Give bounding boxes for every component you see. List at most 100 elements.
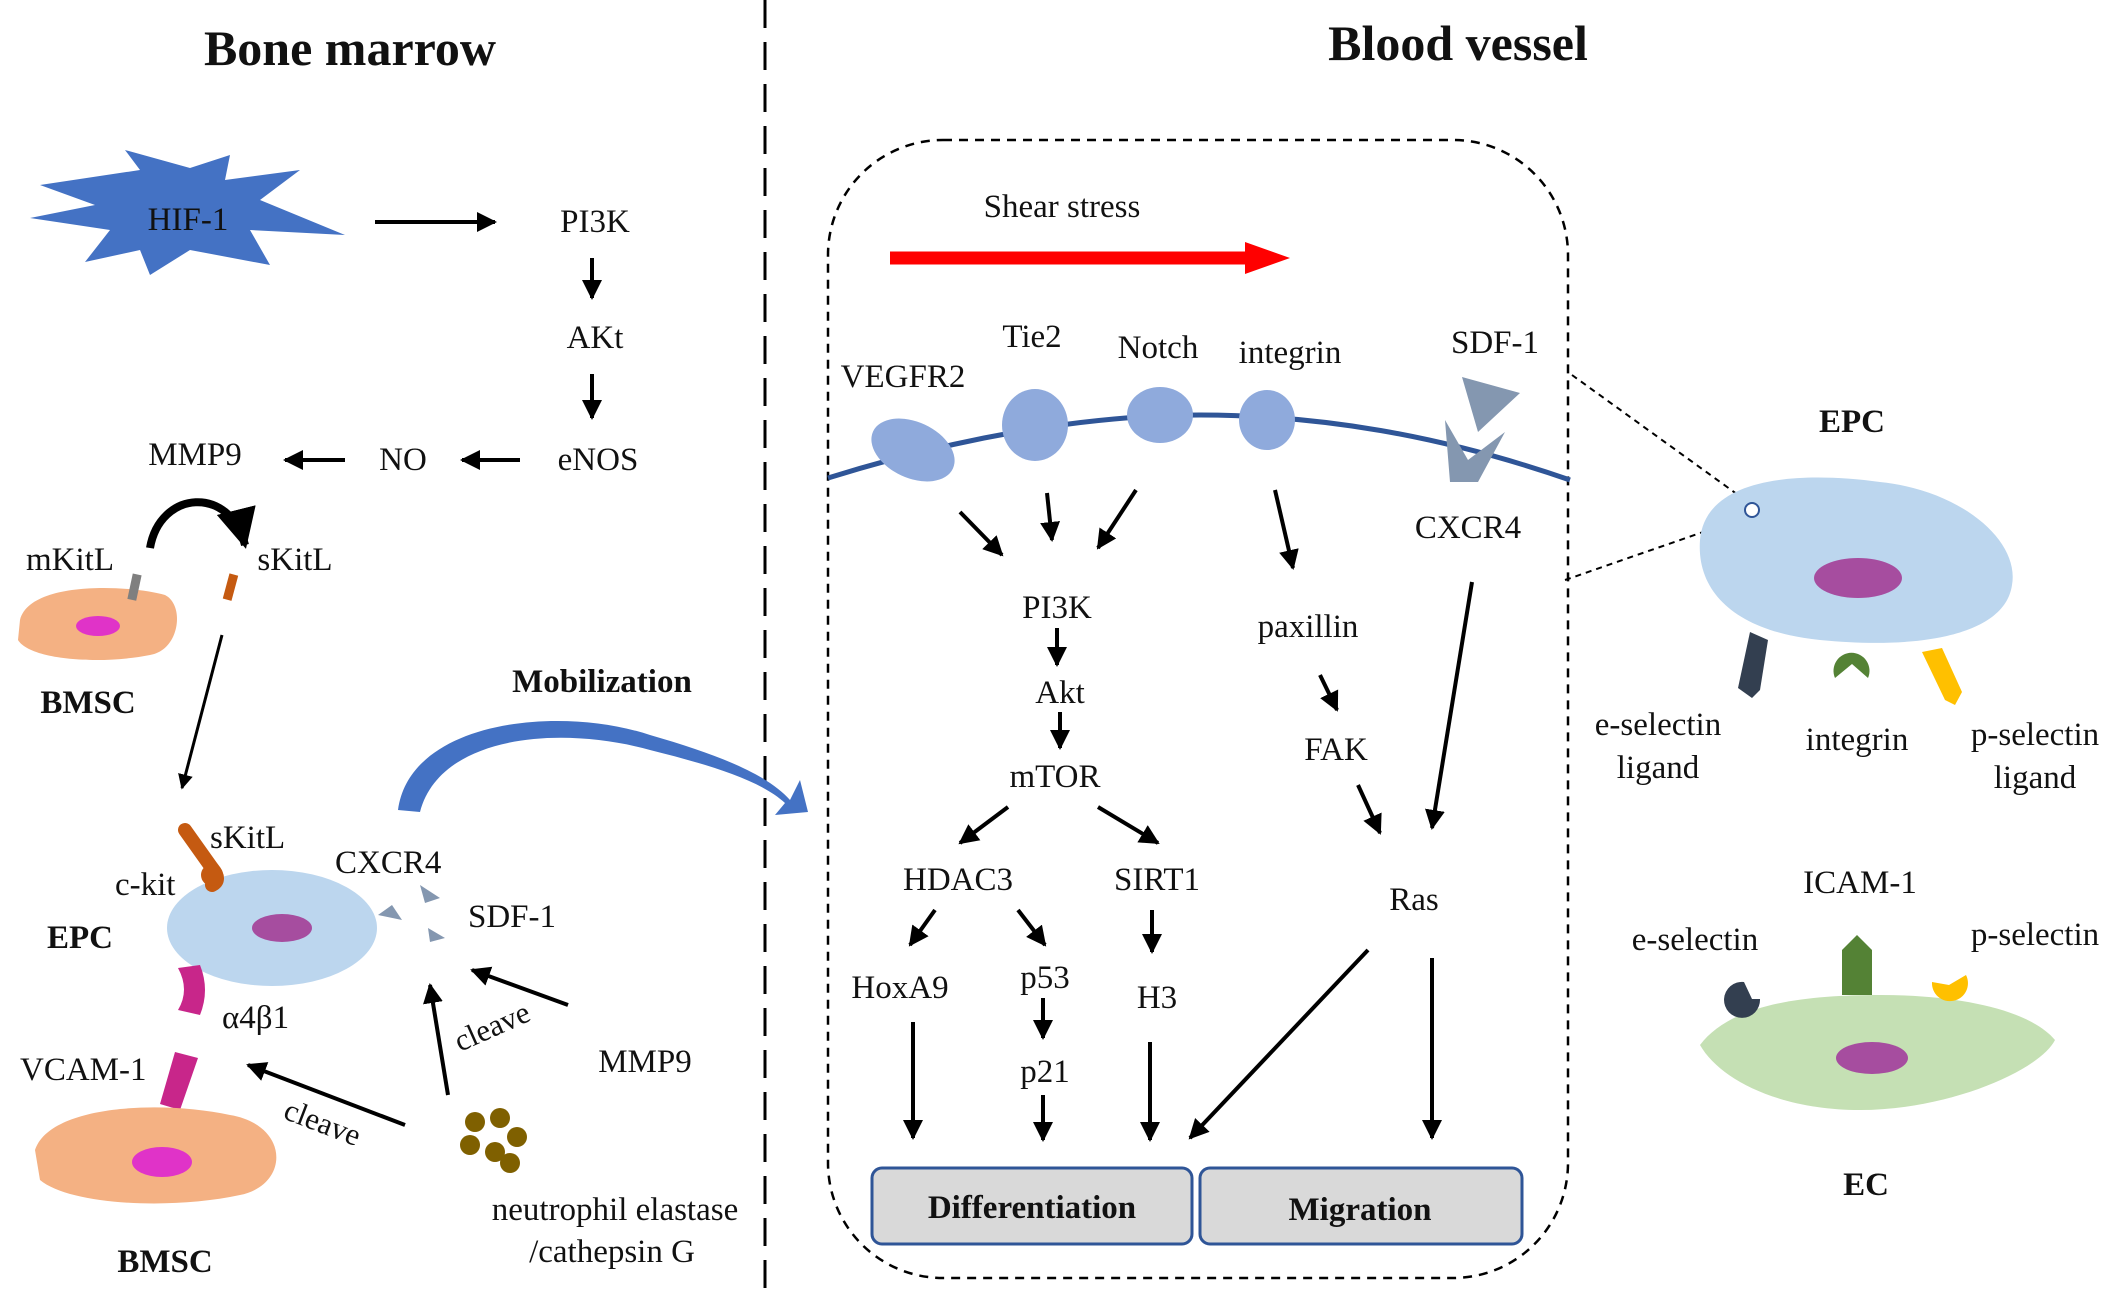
p-selectin-ligand-label-2: ligand <box>1994 760 2077 796</box>
epc-bm-label: EPC <box>47 920 113 956</box>
skitl-bound <box>201 864 223 886</box>
hdac3-label: HDAC3 <box>903 862 1013 898</box>
bone-marrow-header: Bone marrow <box>204 20 496 76</box>
arrow-mtor-hdac3 <box>958 805 1010 845</box>
cleave-label-2: cleave <box>449 994 536 1058</box>
arrow-skitl-to-epc <box>178 634 224 790</box>
arrow-mmp9-sdf1 <box>470 966 569 1007</box>
bmsc-bottom-label: BMSC <box>117 1244 212 1280</box>
sdf1-bv-label: SDF-1 <box>1451 325 1539 361</box>
integrin-right-label: integrin <box>1806 722 1909 758</box>
e-selectin-ligand-shape <box>1738 632 1768 698</box>
p-selectin-ligand-label-1: p-selectin <box>1971 717 2099 753</box>
no-label: NO <box>379 442 427 478</box>
sdf1-bm-label: SDF-1 <box>468 899 556 935</box>
e-selectin-ligand-label-1: e-selectin <box>1595 707 1721 743</box>
a4b1-label: α4β1 <box>222 1000 289 1036</box>
elastase-label-2: /cathepsin G <box>529 1234 695 1270</box>
vegfr2-label: VEGFR2 <box>841 359 966 395</box>
arrow-hdac3-hoxa9 <box>908 908 937 947</box>
zoom-line-top <box>1571 374 1753 506</box>
blood-vessel-header: Blood vessel <box>1328 15 1588 71</box>
integrin-label: integrin <box>1239 335 1342 371</box>
bmsc-top-nucleus <box>76 616 120 636</box>
icam1-shape <box>1842 935 1872 995</box>
sdf1-bv-ligand <box>1462 377 1520 432</box>
fak-label: FAK <box>1304 732 1368 768</box>
mkitl-stalk <box>127 573 142 601</box>
p21-label: p21 <box>1020 1054 1070 1090</box>
epc-right-label: EPC <box>1819 404 1885 440</box>
notch-label: Notch <box>1118 330 1199 366</box>
mmp9-top-label: MMP9 <box>148 437 242 473</box>
mobilization-label: Mobilization <box>512 664 692 700</box>
sirt1-label: SIRT1 <box>1114 862 1200 898</box>
hoxa9-label: HoxA9 <box>851 970 948 1006</box>
vcam1-protein <box>160 1052 198 1110</box>
ras-label: Ras <box>1389 882 1439 918</box>
arrow-paxillin-fak <box>1318 674 1339 712</box>
enos-label: eNOS <box>558 442 639 478</box>
integrin-receptor <box>1239 390 1295 450</box>
arrow-cleave-vcam1 <box>246 1062 406 1127</box>
a4b1-integrin <box>178 965 205 1015</box>
skitl-top-label: sKitL <box>257 542 332 578</box>
shear-stress-label: Shear stress <box>984 189 1141 225</box>
sdf1-bm-ligand-2 <box>428 928 445 942</box>
mobilization-arrow <box>398 720 808 815</box>
migration-box <box>1198 1166 1524 1246</box>
elastase-label-1: neutrophil elastase <box>492 1192 739 1228</box>
p53-label: p53 <box>1020 960 1070 996</box>
integrin-right-shape <box>1833 652 1870 678</box>
p-selectin-ligand-shape <box>1922 648 1962 705</box>
cxcr4-bv-receptor <box>1445 420 1505 482</box>
arrow-vegfr2-pi3k <box>958 510 1004 557</box>
tie2-label: Tie2 <box>1002 319 1061 355</box>
skitl-label: sKitL <box>210 820 285 856</box>
e-selectin-label: e-selectin <box>1632 922 1758 958</box>
icam1-label: ICAM-1 <box>1803 865 1917 901</box>
arrow-ras-differentiation <box>1188 948 1370 1140</box>
e-selectin-shape <box>1724 981 1761 1018</box>
epc-right-zoom-marker <box>1744 502 1760 518</box>
elastase-granules <box>460 1108 527 1173</box>
pi3k-bv-label: PI3K <box>1022 590 1092 626</box>
cxcr4-bm-label: CXCR4 <box>335 845 441 881</box>
p-selectin-shape <box>1931 975 1968 1002</box>
vegfr2-receptor <box>871 418 955 482</box>
ckit-label: c-kit <box>115 867 175 903</box>
cleave-label-1: cleave <box>279 1092 365 1153</box>
cxcr4-bm-receptor <box>378 905 402 920</box>
pi3k-label-bm: PI3K <box>560 204 630 240</box>
ec-label: EC <box>1843 1167 1889 1203</box>
notch-receptor <box>1127 387 1193 443</box>
arrow-mkitl-skitl-curve <box>146 498 256 549</box>
arrow-cxcr4-ras <box>1425 581 1474 830</box>
arrow-mtor-sirt1 <box>1096 805 1160 845</box>
hif1-star-shape <box>30 150 345 275</box>
vcam1-label: VCAM-1 <box>20 1052 147 1088</box>
sdf1-bm-ligand-1 <box>420 885 440 903</box>
arrow-fak-ras <box>1356 784 1382 835</box>
mtor-label: mTOR <box>1009 759 1100 795</box>
epc-bm-nucleus <box>252 914 312 942</box>
tie2-receptor <box>1002 389 1068 461</box>
epc-right-nucleus <box>1814 558 1902 598</box>
ec-nucleus <box>1836 1042 1908 1074</box>
bmsc-bottom-nucleus <box>132 1147 192 1177</box>
vessel-boundary <box>826 138 1570 1280</box>
arrow-integrin-paxillin <box>1273 489 1299 570</box>
p-selectin-label: p-selectin <box>1971 917 2099 953</box>
differentiation-label: Differentiation <box>928 1190 1136 1226</box>
bmsc-top-label: BMSC <box>40 685 135 721</box>
arrow-notch-pi3k <box>1096 488 1138 550</box>
cxcr4-bv-label: CXCR4 <box>1415 510 1521 546</box>
migration-label: Migration <box>1289 1192 1432 1228</box>
mmp9-bottom-label: MMP9 <box>598 1044 692 1080</box>
arrow-tie2-pi3k <box>1040 492 1061 542</box>
arrow-cleave-sdf1 <box>423 983 450 1096</box>
h3-label: H3 <box>1137 980 1177 1016</box>
paxillin-label: paxillin <box>1258 609 1359 645</box>
arrow-hdac3-p53 <box>1016 908 1047 947</box>
